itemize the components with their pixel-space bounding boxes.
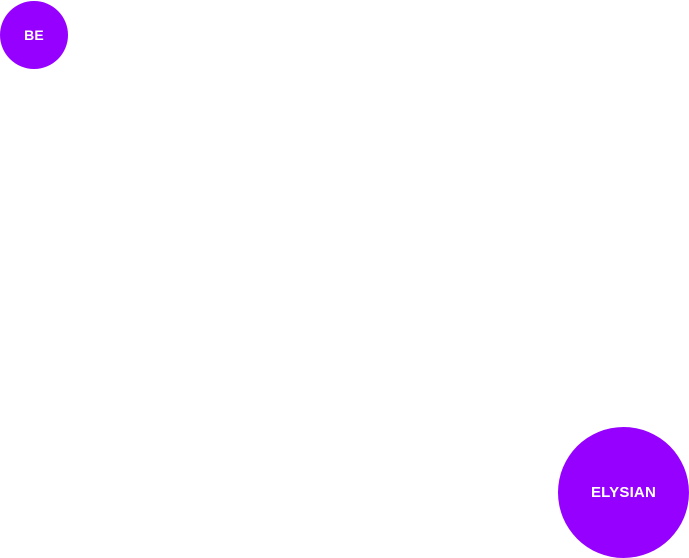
elysian-circle-button[interactable]: ELYSIAN bbox=[558, 427, 689, 558]
be-circle-label: BE bbox=[24, 27, 44, 43]
elysian-circle-label: ELYSIAN bbox=[590, 484, 657, 501]
be-circle-button[interactable]: BE bbox=[0, 1, 68, 69]
